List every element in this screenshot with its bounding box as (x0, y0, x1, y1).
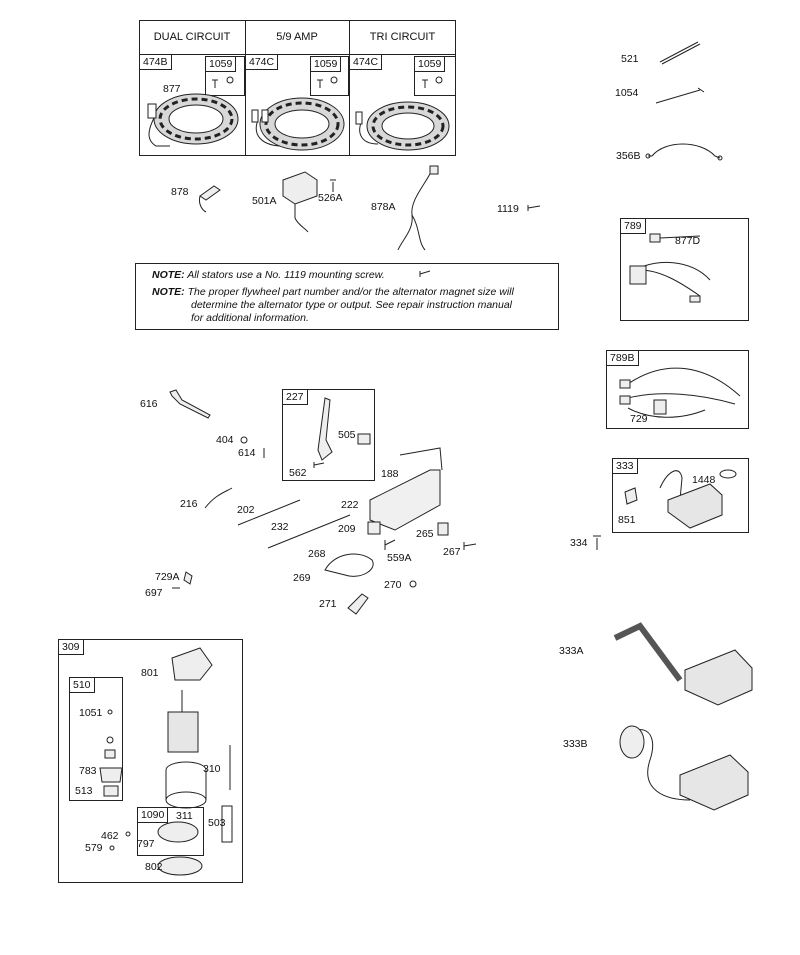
label-1051: 1051 (79, 707, 103, 719)
label-232: 232 (271, 521, 289, 533)
label-216: 216 (180, 498, 198, 510)
group-510-box (69, 677, 123, 801)
screw-box-3 (414, 56, 456, 96)
label-202: 202 (237, 504, 255, 516)
group-1090-box (137, 807, 204, 856)
label-269: 269 (293, 572, 311, 584)
label-614: 614 (238, 447, 256, 459)
label-1119: 1119 (497, 203, 519, 215)
screw-box-2 (310, 56, 349, 96)
group-333-box (612, 458, 749, 533)
header-dual-circuit: DUAL CIRCUIT (153, 31, 231, 43)
group-789-box (620, 218, 749, 321)
label-1054: 1054 (615, 87, 639, 99)
header-5-9-amp: 5/9 AMP (276, 31, 318, 43)
label-188: 188 (381, 468, 399, 480)
screw-1059-drawings (212, 76, 443, 88)
screw-box-1 (205, 56, 245, 96)
stator-header-rule (139, 54, 456, 55)
label-559a: 559A (387, 552, 412, 564)
label-310: 310 (203, 763, 221, 775)
label-697: 697 (145, 587, 163, 599)
tag-789b: 789B (606, 350, 639, 366)
tag-789: 789 (620, 218, 646, 234)
tag-510: 510 (69, 677, 95, 693)
label-801: 801 (141, 667, 159, 679)
stator-tri-circuit-drawing (355, 101, 450, 151)
label-404: 404 (216, 434, 234, 446)
group-227-box (282, 389, 375, 481)
label-579: 579 (85, 842, 103, 854)
label-333b: 333B (563, 738, 588, 750)
label-729: 729 (630, 413, 648, 425)
tag-227: 227 (282, 389, 308, 405)
label-462: 462 (101, 830, 119, 842)
label-270: 270 (384, 579, 402, 591)
tag-333: 333 (612, 458, 638, 474)
label-729a: 729A (155, 571, 180, 583)
label-1448: 1448 (692, 474, 716, 486)
label-797: 797 (137, 838, 155, 850)
label-265: 265 (416, 528, 434, 540)
note-text-2c: for additional information. (191, 312, 309, 324)
label-877d: 877D (675, 235, 701, 247)
note-text-1: All stators use a No. 1119 mounting scre… (187, 269, 385, 281)
label-501a: 501A (252, 195, 277, 207)
stator-dual-circuit-drawing (147, 93, 239, 147)
tag-309: 309 (58, 639, 84, 655)
note-label-1: NOTE: (152, 269, 185, 281)
label-526a: 526A (318, 192, 343, 204)
tag-474c-1: 474C (245, 54, 279, 70)
label-356b: 356B (616, 150, 641, 162)
note-text-2a: The proper flywheel part number and/or t… (187, 286, 514, 298)
label-878a: 878A (371, 201, 396, 213)
label-878: 878 (171, 186, 189, 198)
label-311: 311 (176, 810, 193, 822)
label-521: 521 (621, 53, 639, 65)
tag-474b: 474B (139, 54, 172, 70)
label-209: 209 (338, 523, 356, 535)
label-616: 616 (140, 398, 158, 410)
label-271: 271 (319, 598, 337, 610)
label-562: 562 (289, 467, 307, 479)
label-268: 268 (308, 548, 326, 560)
label-333a: 333A (559, 645, 584, 657)
label-783: 783 (79, 765, 97, 777)
note-text-2b: determine the alternator type or output.… (191, 299, 513, 311)
note-box: NOTE: All stators use a No. 1119 mountin… (135, 263, 559, 330)
label-267: 267 (443, 546, 461, 558)
label-503: 503 (208, 817, 226, 829)
group-789b-box (606, 350, 749, 429)
label-877: 877 (163, 83, 181, 95)
header-tri-circuit: TRI CIRCUIT (369, 31, 436, 43)
label-802: 802 (145, 861, 163, 873)
tag-1090: 1090 (137, 807, 169, 823)
stator-divider-2 (349, 20, 350, 156)
label-505: 505 (338, 429, 356, 441)
label-851: 851 (618, 514, 636, 526)
tag-474c-2: 474C (349, 54, 383, 70)
label-513: 513 (75, 785, 93, 797)
label-334: 334 (570, 537, 588, 549)
note-label-2: NOTE: (152, 286, 185, 298)
label-222: 222 (341, 499, 359, 511)
stator-divider-1 (245, 20, 246, 156)
group-309-box (58, 639, 243, 883)
stator-5-9-amp-drawing (251, 97, 345, 151)
